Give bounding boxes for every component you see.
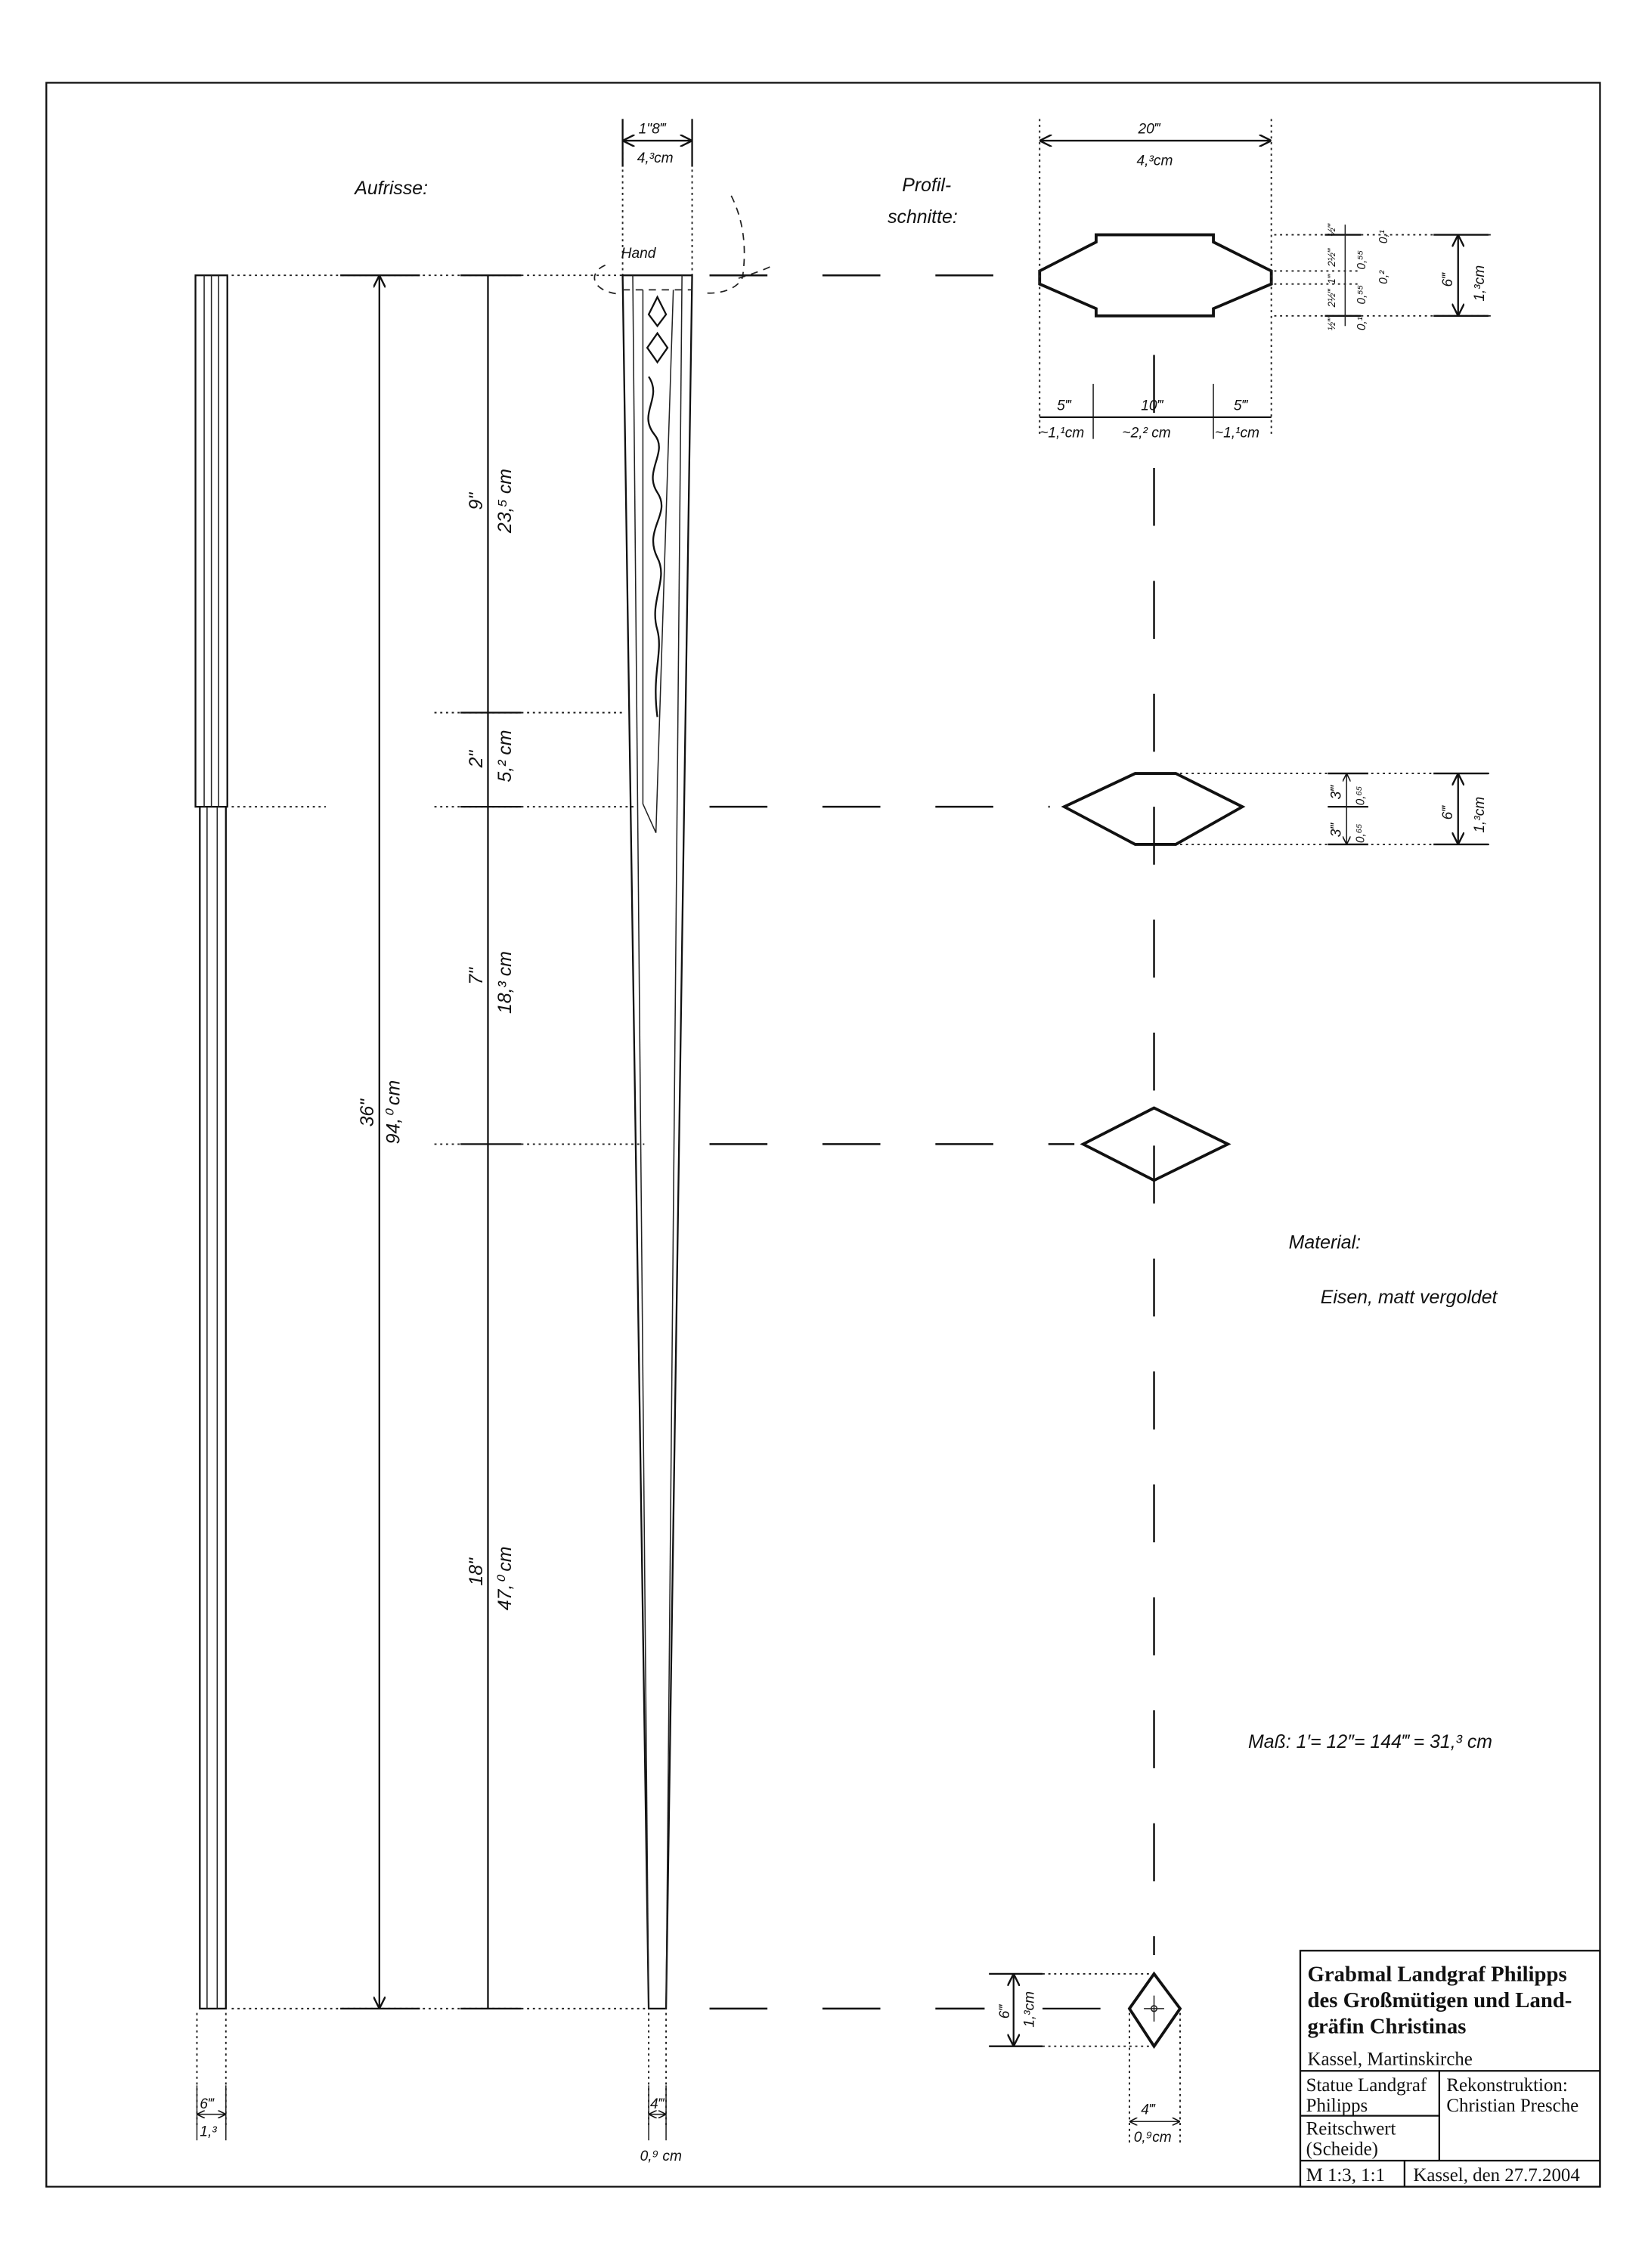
material-heading: Material: [1289, 1232, 1361, 1253]
p1-part3-cm: ~1,¹cm [1215, 426, 1259, 442]
segment-3-inch: 7" [466, 967, 487, 985]
location: Kassel, Martinskirche [1308, 2050, 1473, 2070]
p1-height-cm: 1,³cm [1472, 265, 1488, 302]
p4-width-inch: 4‴ [1141, 2102, 1156, 2118]
total-cm: 94,⁰ cm [383, 1080, 404, 1145]
front-bottom-inch: 4‴ [650, 2096, 665, 2112]
top-width-inch: 1"8‴ [639, 121, 667, 137]
item-line-1: Reitschwert [1306, 2119, 1396, 2139]
segment-1-cm: 23,⁵ cm [494, 469, 516, 534]
svg-text:0,²: 0,² [1377, 270, 1390, 284]
svg-text:2½‴: 2½‴ [1326, 288, 1337, 308]
hand-label: Hand [621, 246, 657, 262]
p1-part2-cm: ~2,² cm [1122, 426, 1170, 442]
profile-section-3 [1080, 1106, 1232, 1182]
drawing-scale: M 1:3, 1:1 [1306, 2165, 1385, 2186]
total-inch: 36" [357, 1098, 378, 1127]
reference-lines [196, 152, 693, 2129]
segment-4-inch: 18" [466, 1557, 487, 1586]
front-bottom-cm: 0,⁹ cm [640, 2149, 682, 2164]
p2-height-inch: 6‴ [1440, 805, 1456, 820]
svg-text:1‴: 1‴ [1326, 273, 1337, 284]
svg-text:0,⁵⁵: 0,⁵⁵ [1355, 285, 1368, 305]
p1-height-inch: 6‴ [1440, 272, 1456, 287]
p1-part2-inch: 10‴ [1141, 398, 1163, 414]
author-line-2: Christian Presche [1446, 2096, 1578, 2116]
svg-text:½‴: ½‴ [1326, 222, 1337, 236]
author-line-1: Rekonstruktion: [1446, 2075, 1567, 2096]
p1-stack-labels: ½‴ 2½‴ 1‴ 2½‴ ½‴ 0,¹ 0,⁵⁵ 0,² 0,⁵⁵ 0,¹ [1326, 222, 1390, 330]
object-line-2: Philipps [1306, 2096, 1368, 2116]
section-lines [709, 274, 1155, 2010]
drawing-frame [45, 82, 1601, 2188]
p4-width-cm: 0,⁹cm [1134, 2130, 1172, 2146]
segment-3-cm: 18,³ cm [494, 951, 516, 1014]
profilschnitte-label-1: Profil- [902, 175, 951, 196]
p1-width-inch: 20‴ [1137, 121, 1160, 137]
segment-4-cm: 47,⁰ cm [494, 1547, 516, 1611]
title-line-1: Grabmal Landgraf Philipps [1308, 1962, 1567, 1986]
top-width-cm: 4,³cm [637, 150, 674, 166]
object-line-1: Statue Landgraf [1306, 2075, 1427, 2096]
segment-2-inch: 2" [466, 750, 487, 769]
title-line-3: gräfin Christinas [1308, 2014, 1467, 2038]
front-elevation: Hand [593, 195, 771, 2010]
front-top-width-dimension: 1"8‴ 4,³cm [621, 119, 693, 167]
material-value: Eisen, matt vergoldet [1321, 1287, 1498, 1308]
p2-half2-cm: 0,⁶⁵ [1354, 823, 1367, 843]
p2-height-cm: 1,³cm [1472, 797, 1488, 833]
aufrisse-label: Aufrisse: [353, 178, 428, 199]
svg-text:0,⁵⁵: 0,⁵⁵ [1355, 250, 1368, 270]
p2-half1-inch: 3‴ [1329, 785, 1345, 800]
segment-2-cm: 5,² cm [494, 730, 516, 782]
scale-note: Maß: 1′= 12″= 144‴ = 31,³ cm [1248, 1731, 1492, 1752]
svg-text:½‴: ½‴ [1326, 317, 1337, 330]
side-elevation [194, 274, 228, 2010]
p4-height-inch: 6‴ [997, 2004, 1013, 2019]
p1-part3-inch: 5‴ [1234, 398, 1249, 414]
bottom-width-dimensions: 6‴ 1,³ 4‴ 0,⁹ cm [196, 2085, 682, 2164]
title-block: Grabmal Landgraf Philipps des Großmütige… [1299, 1950, 1601, 2188]
item-line-2: (Scheide) [1306, 2139, 1378, 2159]
drawing-date: Kassel, den 27.7.2004 [1413, 2165, 1580, 2186]
p1-part1-inch: 5‴ [1057, 398, 1072, 414]
profile-section-2: 3‴ 3‴ 0,⁶⁵ 0,⁶⁵ 6‴ 1,³cm [1061, 772, 1492, 846]
p2-half1-cm: 0,⁶⁵ [1354, 786, 1367, 806]
svg-text:2½‴: 2½‴ [1326, 247, 1337, 268]
p2-half2-inch: 3‴ [1329, 823, 1345, 838]
p1-width-cm: 4,³cm [1137, 153, 1173, 169]
total-length-dimension: 36" 94,⁰ cm [340, 274, 420, 2010]
side-bottom-cm: 1,³ [200, 2124, 217, 2139]
title-line-2: des Großmütigen und Land- [1308, 1988, 1572, 2012]
side-bottom-inch: 6‴ [200, 2096, 215, 2112]
profile-section-1: 20‴ 4,³cm 5‴ 10‴ 5‴ ~1,¹cm ~2,² cm ~1,¹c… [1038, 119, 1492, 442]
svg-text:0,¹: 0,¹ [1355, 317, 1368, 330]
p1-part1-cm: ~1,¹cm [1039, 426, 1084, 442]
profilschnitte-label-2: schnitte: [888, 206, 958, 228]
profile-section-4: 6‴ 1,³cm 4‴ 0,⁹cm [989, 1971, 1182, 2146]
segment-1-inch: 9" [466, 492, 487, 510]
ornament [646, 295, 669, 717]
segment-dimensions: 9" 23,⁵ cm 2" 5,² cm 7" 18,³ cm 18" 47,⁰… [460, 274, 522, 2010]
p4-height-cm: 1,³cm [1022, 1991, 1038, 2028]
svg-text:0,¹: 0,¹ [1377, 230, 1390, 243]
